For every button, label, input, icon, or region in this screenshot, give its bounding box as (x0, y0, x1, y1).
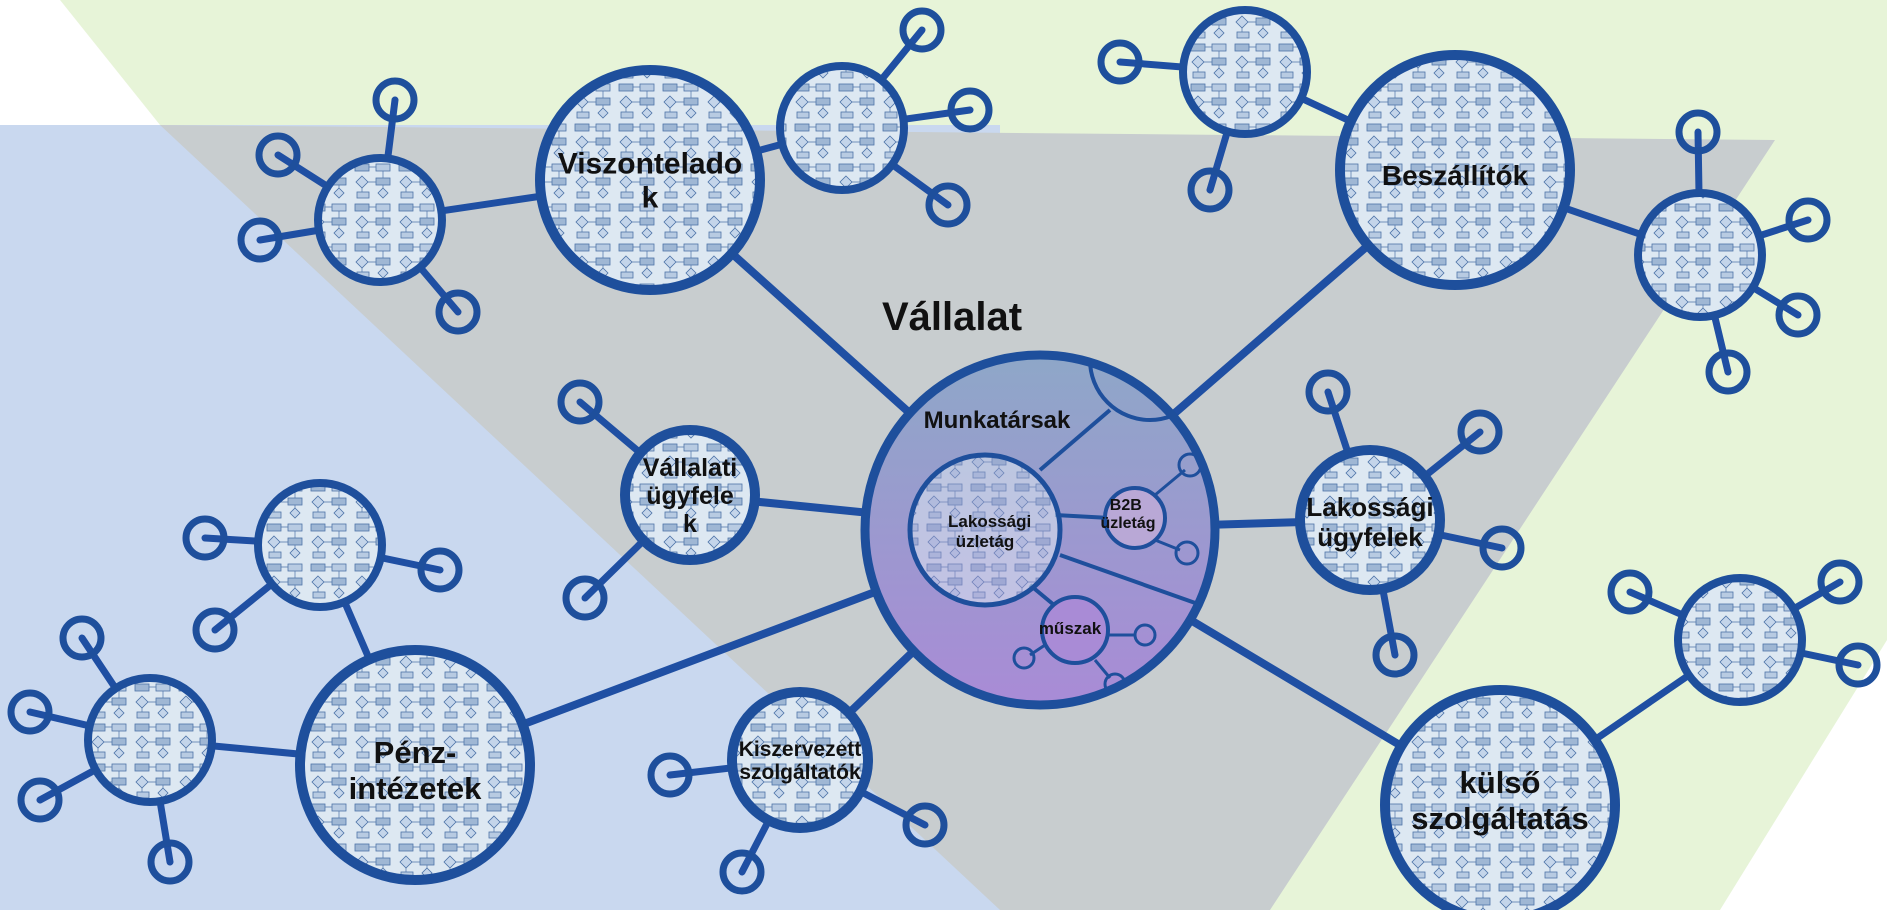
terminal-node-26 (147, 839, 193, 885)
terminal-node-27 (647, 752, 693, 798)
terminal-node-15 (562, 575, 608, 621)
background-white-right-corner (1720, 640, 1887, 910)
bubbles (7, 6, 1881, 915)
node-label-banks: Pénz-intézetek (349, 735, 482, 806)
terminal-node-7 (925, 182, 971, 228)
terminal-node-25 (17, 777, 63, 823)
terminal-node-13 (1705, 349, 1751, 395)
retail-unit-circle[interactable] (907, 452, 1063, 608)
center-inner-structure (907, 355, 1215, 696)
satellite-node-3[interactable] (1179, 6, 1311, 138)
b2b-unit-circle[interactable] (1103, 486, 1167, 550)
terminal-node-30 (1607, 569, 1653, 615)
terminal-node-1 (255, 132, 301, 178)
satellite-node-4[interactable] (1634, 189, 1766, 321)
staff-label: Munkatársak (924, 407, 1071, 434)
terminal-node-29 (902, 802, 948, 848)
terminal-node-23 (59, 615, 105, 661)
diagram-title: Vállalat (882, 295, 1022, 339)
terminal-node-6 (947, 87, 993, 133)
terminal-node-21 (192, 607, 238, 653)
tech-unit-circle[interactable] (1040, 595, 1110, 665)
terminal-node-31 (1817, 559, 1863, 605)
terminal-node-22 (417, 547, 463, 593)
terminal-node-14 (557, 379, 603, 425)
node-banks[interactable] (295, 645, 535, 885)
terminal-node-3 (435, 289, 481, 335)
terminal-node-9 (1187, 167, 1233, 213)
terminal-node-11 (1785, 197, 1831, 243)
satellite-node-6[interactable] (84, 674, 216, 806)
background-white-corner (0, 0, 160, 125)
node-consumers[interactable] (1295, 445, 1445, 595)
terminal-node-17 (1457, 409, 1503, 455)
terminal-node-16 (1305, 369, 1351, 415)
node-outsourced[interactable] (727, 687, 873, 833)
node-suppliers[interactable] (1335, 50, 1575, 290)
tech-unit-label: műszak (1039, 619, 1102, 638)
center-company-node[interactable]: Munkatársak Lakossági üzletág B2B üzletá… (860, 300, 1220, 710)
satellite-node-5[interactable] (254, 479, 386, 611)
terminal-node-5 (899, 7, 945, 53)
retail-unit-label: Lakossági üzletág (948, 512, 1036, 551)
satellite-node-2[interactable] (776, 62, 908, 194)
node-label-suppliers: Beszállítók (1382, 160, 1529, 191)
satellite-node-7[interactable] (1674, 574, 1806, 706)
terminal-node-19 (1372, 632, 1418, 678)
terminal-node-18 (1479, 525, 1525, 571)
terminal-node-32 (1835, 642, 1881, 688)
satellite-node-1[interactable] (314, 154, 446, 286)
terminal-node-20 (182, 515, 228, 561)
terminal-node-24 (7, 689, 53, 735)
b2b-unit-label: B2B üzletág (1100, 497, 1155, 532)
terminal-node-12 (1775, 292, 1821, 338)
terminal-node-10 (1675, 109, 1721, 155)
terminal-node-4 (372, 77, 418, 123)
node-external[interactable] (1380, 685, 1620, 915)
terminal-node-28 (719, 849, 765, 895)
terminal-node-8 (1097, 39, 1143, 85)
terminal-node-2 (237, 217, 283, 263)
node-resellers[interactable] (535, 65, 765, 295)
node-corporate[interactable] (620, 425, 760, 565)
